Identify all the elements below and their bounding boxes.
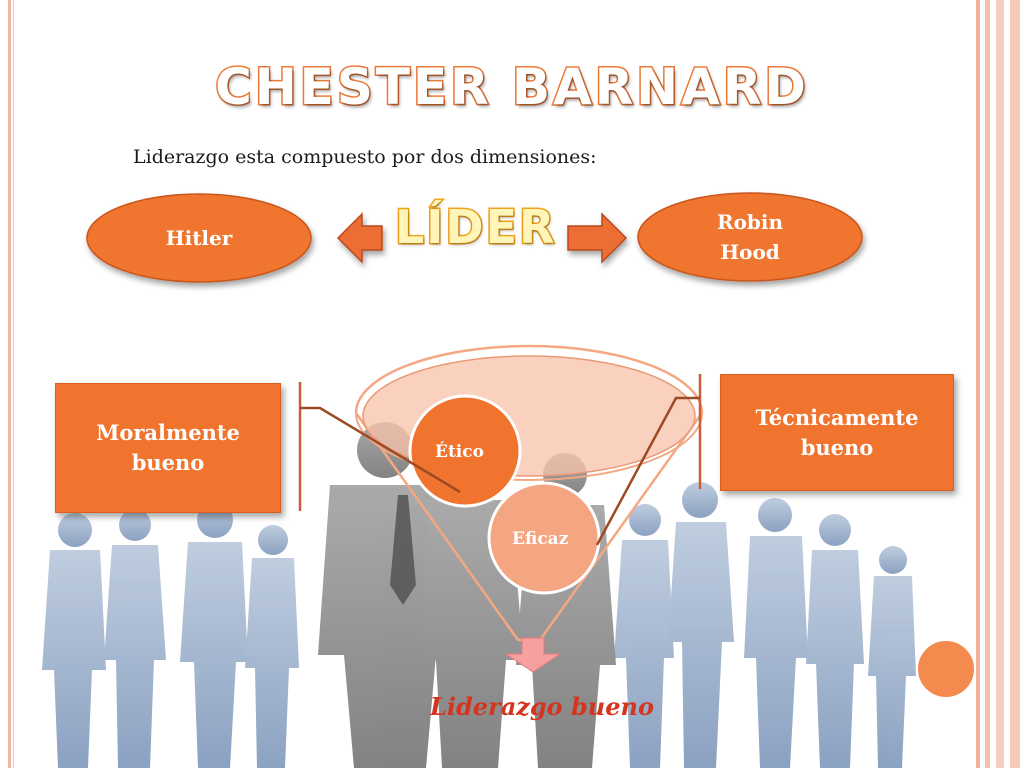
result-text: Liderazgo bueno (430, 692, 654, 721)
box-left-line2: bueno (131, 450, 205, 475)
robin-hood-oval (637, 192, 863, 282)
leader-word: LÍDER (393, 199, 557, 256)
hitler-oval (86, 193, 312, 283)
etico-label: Ético (435, 442, 484, 462)
right-border-stripe (976, 0, 980, 768)
down-arrow-icon (504, 637, 562, 673)
box-right-line1: Técnicamente (755, 404, 919, 430)
left-connector (300, 406, 461, 494)
hitler-text: Hitler (165, 226, 233, 250)
box-right-line2: bueno (800, 434, 874, 460)
right-border-stripe (996, 0, 1004, 768)
robin-hood-label: Robin Hood (638, 193, 862, 281)
subtitle: Liderazgo esta compuesto por dos dimensi… (133, 146, 597, 168)
hood-text: Hood (720, 240, 780, 264)
hitler-label: Hitler (87, 194, 311, 282)
decorative-circle (916, 639, 976, 699)
tecnicamente-bueno-box: Técnicamente bueno (720, 374, 954, 491)
box-left-line1: Moralmente (96, 420, 240, 445)
left-border-stripe (8, 0, 11, 768)
arrow-right-icon (567, 212, 628, 264)
eficaz-label: Eficaz (512, 529, 569, 549)
tie-shape (390, 495, 416, 605)
page-title: CHESTER BARNARD (214, 57, 809, 118)
right-connector (595, 396, 700, 546)
right-border-stripe (1010, 0, 1020, 768)
robin-text: Robin (716, 210, 784, 234)
arrow-left-icon (336, 212, 383, 264)
eficaz-circle (487, 481, 601, 595)
left-border-stripe-thin (13, 0, 14, 768)
right-border-stripe (985, 0, 990, 768)
moralmente-bueno-box: Moralmente bueno (55, 383, 281, 513)
